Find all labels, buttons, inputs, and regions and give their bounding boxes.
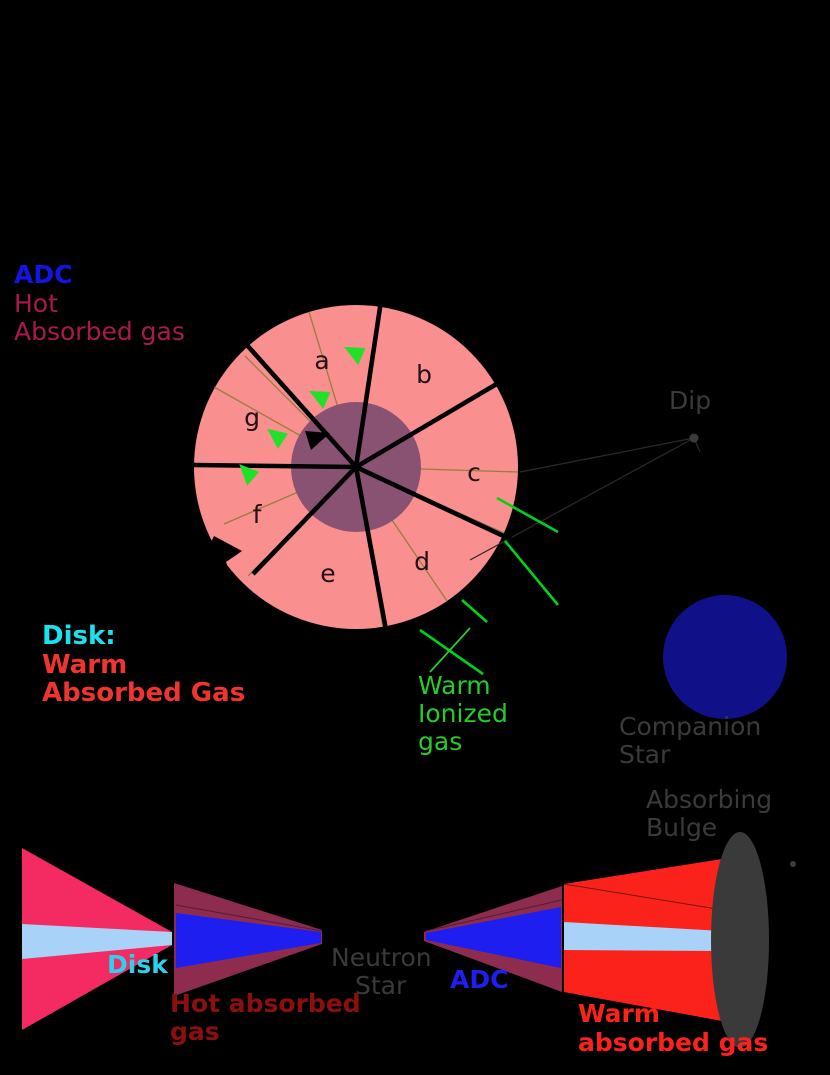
bottom-left-midplane-band [22, 924, 172, 959]
label-warm-ionized-3: gas [418, 727, 463, 756]
sector-label-g: g [244, 403, 260, 432]
bottom-left-adc-core [176, 913, 321, 968]
label-companion-star-2: Star [619, 740, 671, 769]
sector-label-a: a [314, 346, 329, 375]
divider-a-b [353, 300, 384, 468]
label-bottom-hot-absorbed-1: Hot absorbed [170, 989, 361, 1018]
divider-d-e [353, 466, 389, 631]
flow-arrow-4 [239, 464, 260, 486]
divider-e-f [251, 465, 358, 576]
label-disk-absorbed-gas: Absorbed Gas [42, 678, 246, 708]
sector-label-b: b [416, 360, 432, 389]
warm-ionized-rays [419, 496, 560, 676]
label-adc-top: ADC [14, 260, 73, 289]
sector-label-c: c [467, 458, 481, 487]
label-dip: Dip [669, 386, 712, 415]
inner-flow-arrow [305, 431, 330, 450]
label-bottom-hot-absorbed-2: gas [170, 1017, 220, 1046]
label-warm-ionized-1: Warm [418, 671, 491, 700]
flow-arrow-1 [344, 346, 366, 365]
label-absorbed-gas: Absorbed gas [14, 317, 185, 346]
accretion-flow-arrows [239, 346, 366, 486]
label-bottom-warm-2: absorbed gas [578, 1028, 769, 1057]
label-absorbing-bulge-2: Bulge [646, 813, 718, 842]
warm-ionized-leader [429, 627, 471, 673]
divider-g-a [244, 342, 358, 469]
observer-dot [790, 861, 796, 867]
bottom-right-hot-gas-midline [425, 899, 563, 932]
label-bottom-adc: ADC [450, 965, 509, 994]
bottom-left-hot-gas-midline [175, 904, 323, 932]
sector-label-d: d [414, 547, 430, 576]
label-disk-warm: Warm [42, 650, 128, 680]
disk-rim-notch [205, 536, 242, 576]
label-warm-ionized-2: Ionized [418, 699, 508, 728]
flow-arrow-3 [267, 428, 288, 449]
label-bottom-disk: Disk [107, 950, 168, 979]
label-disk-title: Disk: [42, 621, 116, 651]
label-bottom-warm-1: Warm [578, 999, 660, 1028]
label-hot: Hot [14, 289, 58, 318]
sector-label-e: e [320, 559, 335, 588]
divider-f-g [193, 462, 357, 470]
divider-c-d [355, 464, 513, 543]
divider-b-c [354, 380, 502, 469]
sector-label-f: f [253, 500, 263, 529]
bottom-right-midplane-band [564, 922, 722, 951]
disk-sector-dividers [193, 300, 513, 631]
dip-dot [689, 433, 699, 443]
bottom-right-adc-core [426, 907, 561, 968]
flow-arrow-2 [309, 390, 331, 409]
label-absorbing-bulge-1: Absorbing [646, 785, 773, 814]
label-neutron-star-1: Neutron [331, 943, 432, 972]
label-neutron-star-2: Star [355, 971, 407, 1000]
absorbing-bulge-ellipse [711, 832, 769, 1048]
companion-star-circle [663, 595, 787, 719]
label-companion-star-1: Companion [619, 712, 762, 741]
